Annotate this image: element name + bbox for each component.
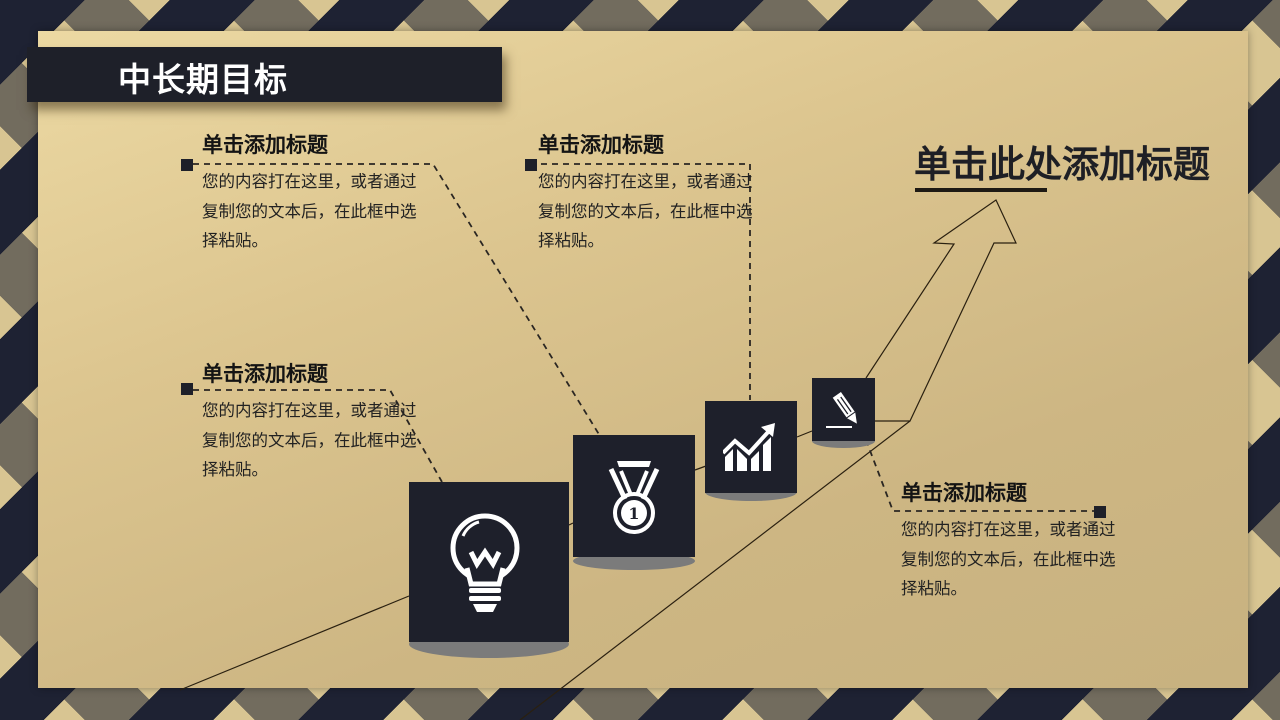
text-block-1[interactable]: 单击添加标题 您的内容打在这里，或者通过复制您的文本后，在此框中选择粘贴。 <box>202 129 422 256</box>
text-block-2[interactable]: 单击添加标题 您的内容打在这里，或者通过复制您的文本后，在此框中选择粘贴。 <box>538 129 758 256</box>
growth-arrow-outline <box>179 199 1017 720</box>
slide-title: 中长期目标 <box>118 60 288 99</box>
icon-box-growth[interactable] <box>705 401 797 493</box>
connector-1 <box>193 163 601 437</box>
medal-first-icon: 1 <box>608 461 660 534</box>
bullet-square <box>1094 506 1106 518</box>
bullet-square <box>181 383 193 395</box>
block-body: 您的内容打在这里，或者通过复制您的文本后，在此框中选择粘贴。 <box>202 401 417 479</box>
bullet-square <box>525 159 537 171</box>
icon-box-lightbulb[interactable] <box>409 482 569 642</box>
pencil-edit-icon <box>825 391 857 428</box>
text-block-3[interactable]: 单击添加标题 您的内容打在这里，或者通过复制您的文本后，在此框中选择粘贴。 <box>202 358 422 485</box>
text-block-4[interactable]: 单击添加标题 您的内容打在这里，或者通过复制您的文本后，在此框中选择粘贴。 <box>901 477 1121 604</box>
slide-title-bar: 中长期目标 <box>27 47 502 102</box>
content-panel <box>38 31 1248 688</box>
bullet-square <box>181 159 193 171</box>
block-body: 您的内容打在这里，或者通过复制您的文本后，在此框中选择粘贴。 <box>202 172 417 250</box>
growth-chart-icon <box>723 423 775 471</box>
block-heading: 单击添加标题 <box>202 133 328 157</box>
block-body: 您的内容打在这里，或者通过复制您的文本后，在此框中选择粘贴。 <box>538 172 753 250</box>
block-heading: 单击添加标题 <box>901 481 1027 505</box>
connector-3 <box>193 389 443 483</box>
block-heading: 单击添加标题 <box>538 133 664 157</box>
block-heading: 单击添加标题 <box>202 362 328 386</box>
icon-box-pencil[interactable] <box>812 378 875 441</box>
svg-text:1: 1 <box>628 504 639 523</box>
connector-2 <box>530 163 751 400</box>
heading-underline <box>915 188 1047 192</box>
block-body: 您的内容打在这里，或者通过复制您的文本后，在此框中选择粘贴。 <box>901 520 1116 598</box>
main-heading[interactable]: 单击此处添加标题 <box>914 143 1210 186</box>
lightbulb-icon <box>450 513 520 612</box>
icon-box-medal[interactable]: 1 <box>573 435 695 557</box>
connector-4 <box>865 439 1094 512</box>
